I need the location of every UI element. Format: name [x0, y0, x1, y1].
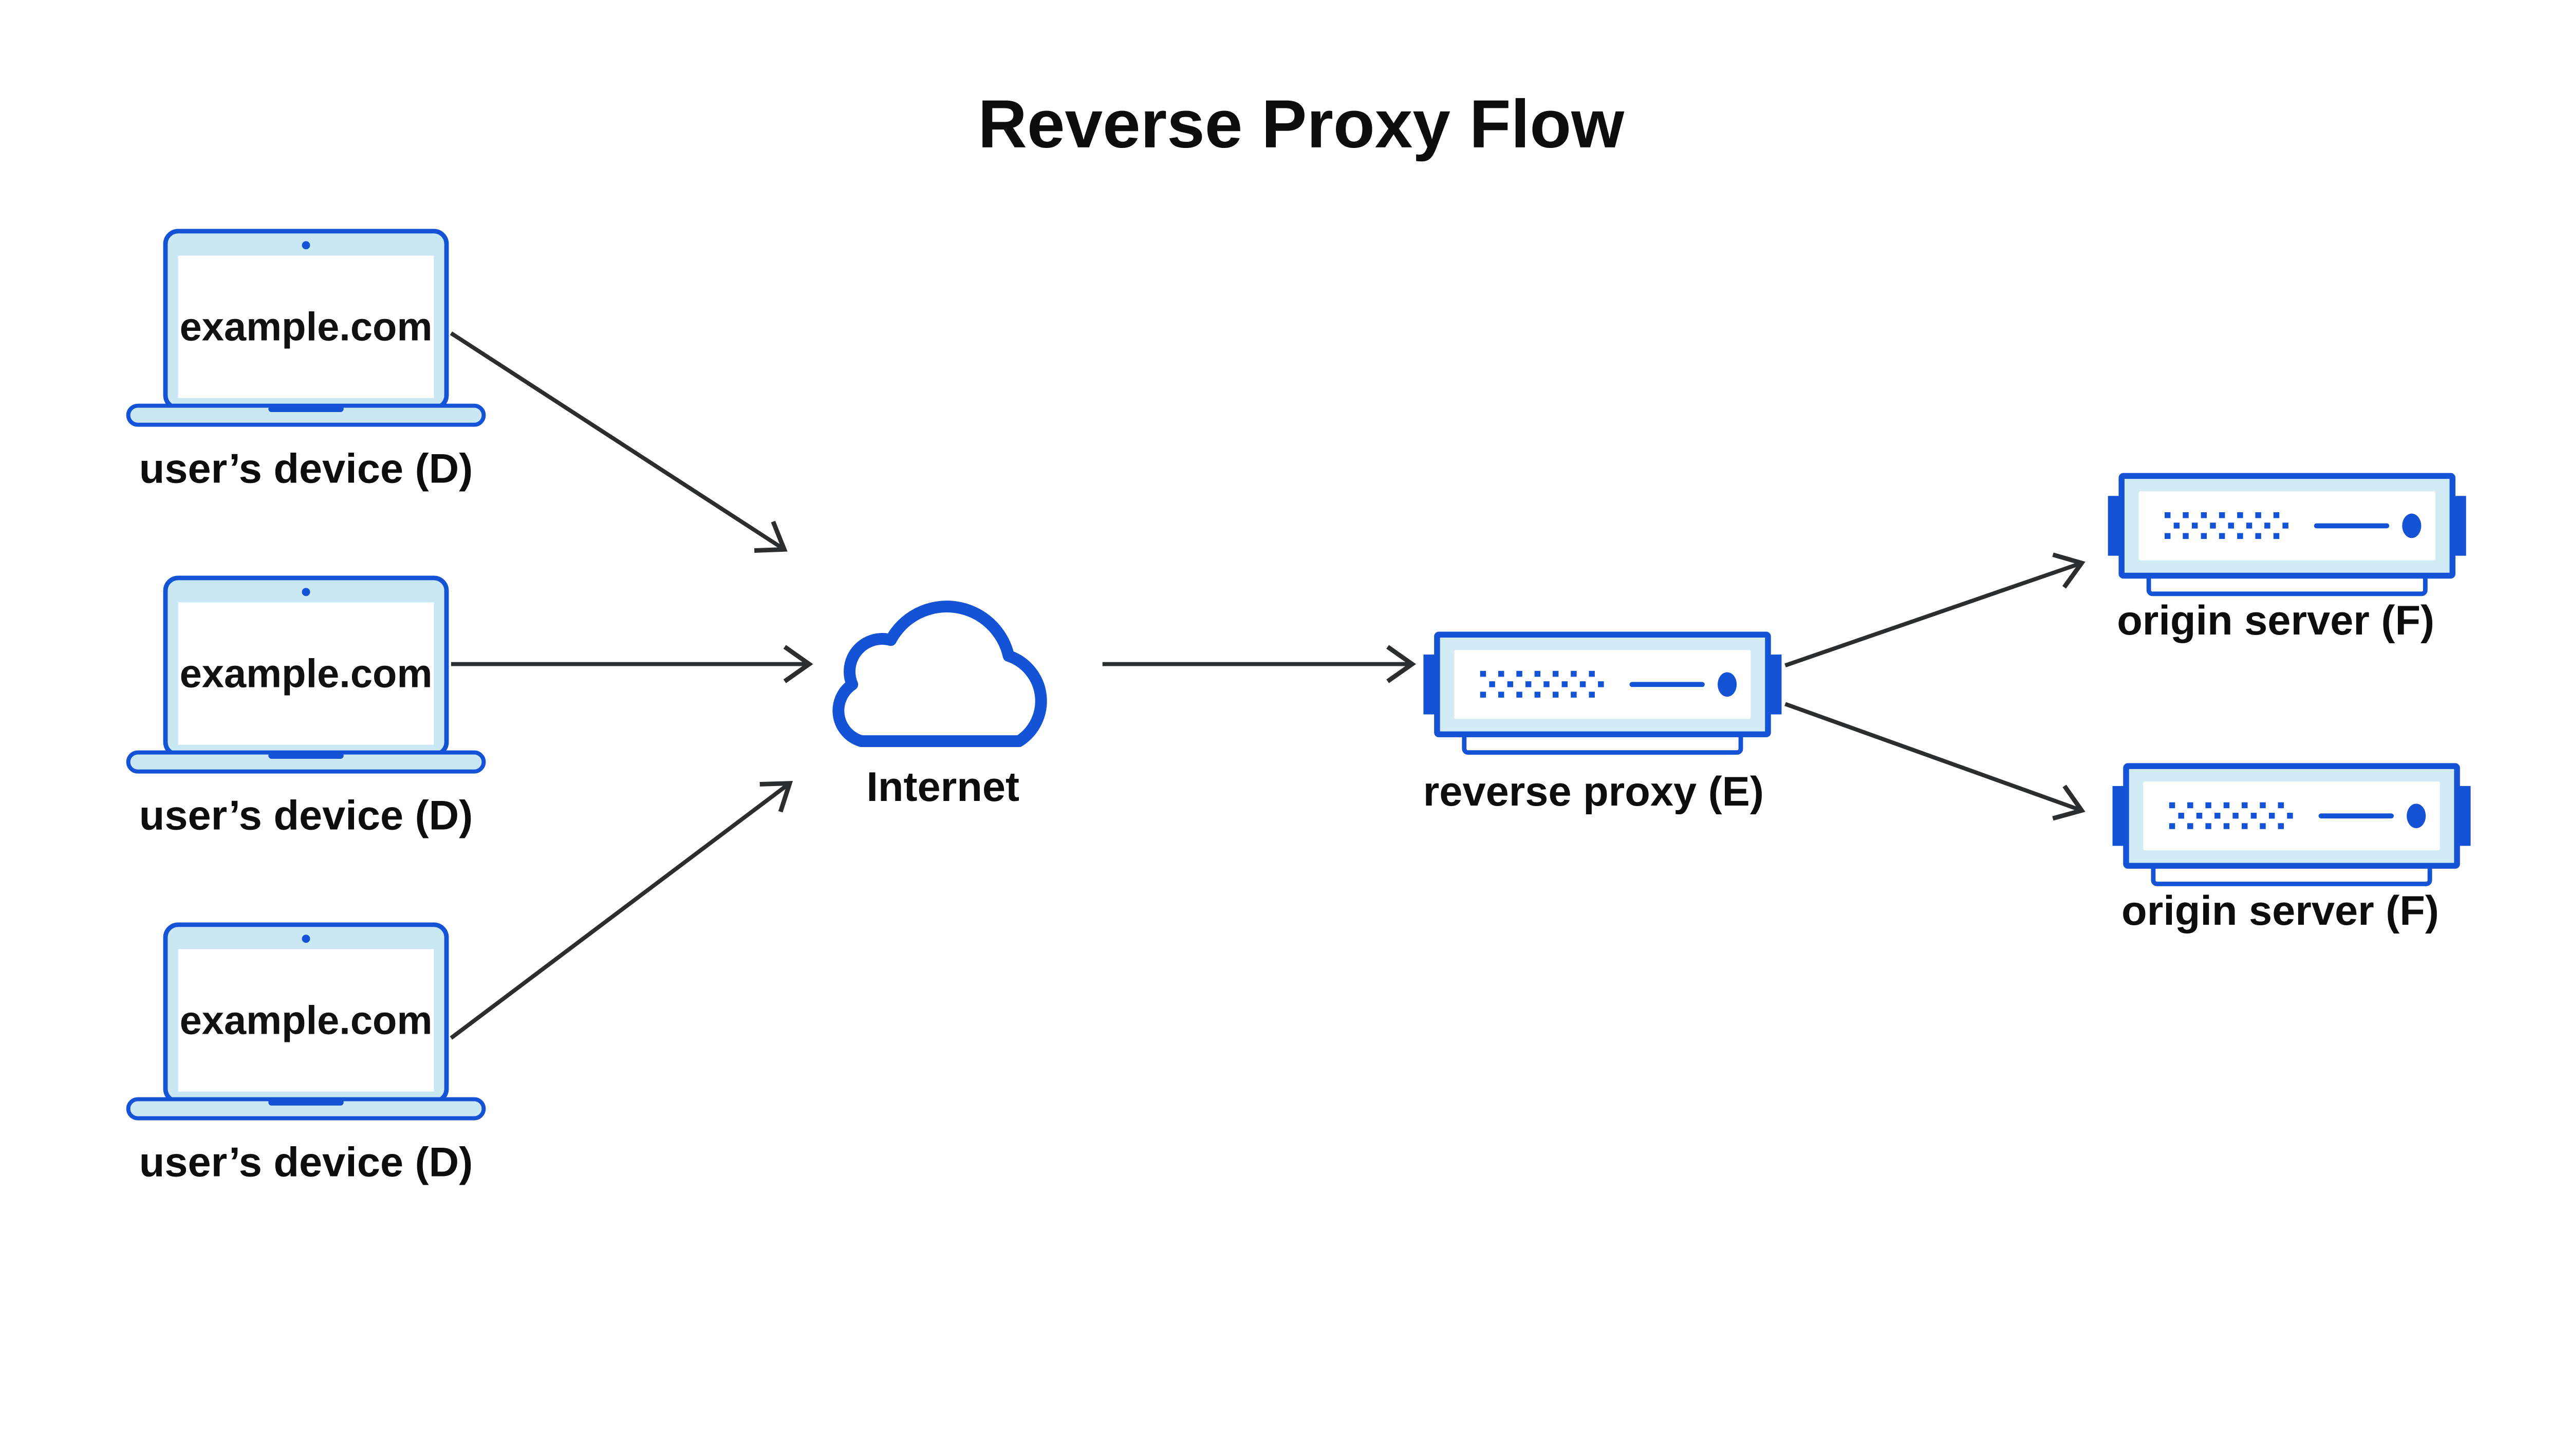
origin-server-1: origin server (F) [2108, 476, 2466, 644]
device-screen-label: example.com [180, 652, 433, 696]
internet-label: Internet [866, 764, 1019, 810]
cloud-icon [832, 601, 1047, 748]
device-caption: user’s device (D) [139, 793, 473, 839]
flow-arrows [450, 331, 2086, 1040]
reverse-proxy-flow-diagram: Reverse Proxy Flow example.com user’s de… [126, 86, 2474, 1186]
user-device-2: example.com user’s device (D) [128, 578, 484, 839]
device-screen-label: example.com [180, 999, 433, 1043]
user-device-1: example.com user’s device (D) [128, 231, 484, 492]
device-caption: user’s device (D) [139, 1140, 473, 1186]
arrow-proxy-to-origin2 [1784, 702, 2086, 821]
arrow-proxy-to-origin1 [1784, 552, 2086, 667]
arrow-device1-to-internet [450, 331, 788, 553]
arrow-device3-to-internet [450, 781, 793, 1040]
internet-node: Internet [832, 601, 1047, 810]
device-screen-label: example.com [180, 305, 433, 349]
page-title: Reverse Proxy Flow [978, 86, 1625, 162]
user-device-3: example.com user’s device (D) [128, 925, 484, 1186]
origin-server-2: origin server (F) [2113, 766, 2471, 934]
origin-server-label: origin server (F) [2117, 598, 2434, 644]
reverse-proxy-node: reverse proxy (E) [1423, 634, 1782, 815]
server-rack-icon [2113, 766, 2471, 884]
server-rack-icon [1423, 634, 1781, 752]
device-caption: user’s device (D) [139, 446, 473, 492]
origin-server-label: origin server (F) [2121, 888, 2439, 934]
reverse-proxy-label: reverse proxy (E) [1423, 769, 1764, 815]
server-rack-icon [2108, 476, 2466, 593]
